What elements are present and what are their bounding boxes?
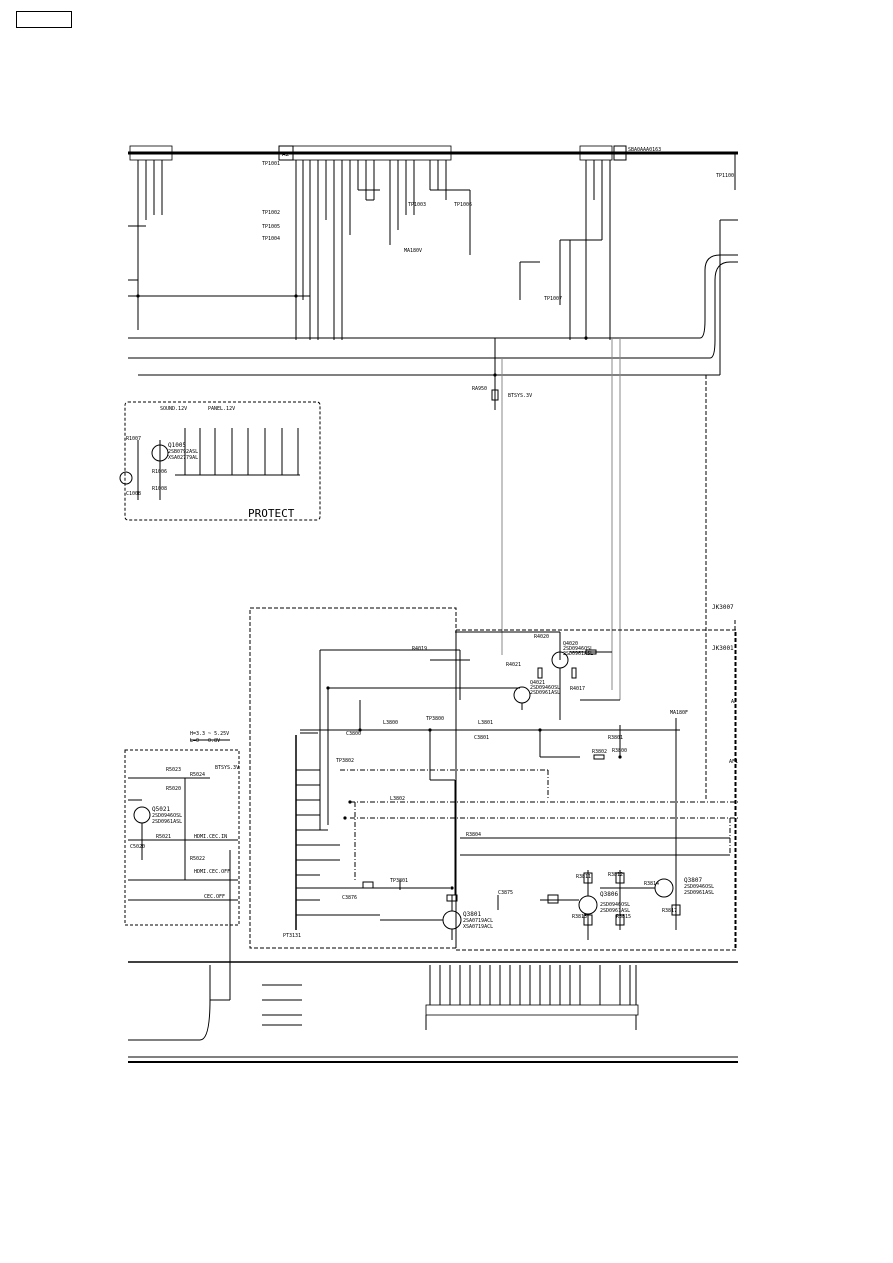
tp3802-label: TP3802: [336, 758, 354, 764]
c5020-label: C5020: [130, 844, 145, 850]
q4021-part1: 2SD0946OSL: [530, 685, 560, 691]
q1005-ref: Q1005: [168, 442, 186, 449]
r3814-label: R3814: [644, 881, 659, 887]
r3817-label: R3817: [662, 908, 677, 914]
jk3007-label: JK3007: [712, 604, 734, 611]
l3800-label: L3800: [383, 720, 398, 726]
tp1001-label: TP1001: [262, 161, 280, 167]
bottom-connector-block: [425, 1004, 639, 1016]
q5021-ref: Q5021: [152, 806, 170, 813]
r1006-label: R1006: [152, 469, 167, 475]
ra950-label: RA950: [472, 386, 487, 392]
connector-right-label: SBA0AAA0163: [628, 147, 661, 153]
r4017-label: R4017: [570, 686, 585, 692]
c3875-label: C3875: [498, 890, 513, 896]
c3800-label: C3800: [346, 731, 361, 737]
r1008-label: R1008: [152, 486, 167, 492]
r3813-label: R3813: [572, 914, 587, 920]
q3801-part1: 2SA0719ACL: [463, 918, 493, 924]
net-hdmi-cec: HDMI.CEC.IN: [194, 834, 227, 840]
c3876-label: C3876: [342, 895, 357, 901]
q4021-ref: Q4021: [530, 680, 545, 686]
r3800-label: R3800: [612, 748, 627, 754]
r5021-label: R5021: [156, 834, 171, 840]
r4019-label: R4019: [412, 646, 427, 652]
voltage-note-low: L=0 ~ 0.8V: [190, 738, 220, 744]
q5021-part2: 2SD0961ASL: [152, 819, 182, 825]
q1005-part1: 2SB0792ASL: [168, 449, 198, 455]
q3807-part2: 2SD0961ASL: [684, 890, 714, 896]
r3804-label: R3804: [466, 832, 481, 838]
q5021-symbol: [133, 806, 151, 824]
af-label: AF: [731, 699, 737, 705]
net-panel12v: PANEL.12V: [208, 406, 235, 412]
connector-a2-label: A2: [282, 151, 290, 158]
q4021-symbol: [513, 686, 531, 704]
net-ma180f: MA180F: [670, 710, 688, 716]
net-btsys: BTSYS.3V: [508, 393, 532, 399]
net-sound12v: SOUND.12V: [160, 406, 187, 412]
q3801-part2: XSA0719ACL: [463, 924, 493, 930]
r3812-label: R3812: [608, 872, 623, 878]
net-cec-off: CEC.OFF: [204, 894, 225, 900]
tp1004-label: TP1004: [262, 236, 280, 242]
q3806-part2: 2SD0961ASL: [600, 908, 630, 914]
q4020-part1: 2SD0946OSL: [563, 646, 593, 652]
jk3001-label: JK3001: [712, 645, 734, 652]
q4021-part2: 2SD0961ASL: [530, 690, 560, 696]
connector-left: [129, 145, 173, 161]
tp1006-label: TP1006: [454, 202, 472, 208]
connector-a2-tag: [278, 145, 294, 161]
q3801-ref: Q3801: [463, 911, 481, 918]
q3806-symbol: [578, 895, 598, 915]
q5021-part1: 2SD0946OSL: [152, 813, 182, 819]
tp1003-label: TP1003: [408, 202, 426, 208]
r4020-label: R4020: [534, 634, 549, 640]
q5021-section-box: [124, 749, 240, 926]
net-btsys-lower: BTSYS.3V: [215, 765, 239, 771]
q3806-ref: Q3806: [600, 891, 618, 898]
tp1100-label: TP1100: [716, 173, 734, 179]
af1-label: AF1: [729, 759, 738, 765]
r5023-label: R5023: [166, 767, 181, 773]
q3806-part1: 2SD0946OSL: [600, 902, 630, 908]
c1008-label: C1008: [126, 491, 141, 497]
q3807-ref: Q3807: [684, 877, 702, 884]
protect-section-box: [124, 401, 321, 521]
r3811-label: R3811: [576, 874, 591, 880]
q4020-ref: Q4020: [563, 641, 578, 647]
tp3800-label: TP3800: [426, 716, 444, 722]
r5024-label: R5024: [190, 772, 205, 778]
r5020-label: R5020: [166, 786, 181, 792]
net-ma180v: MA180V: [404, 248, 422, 254]
c3801-label: C3801: [474, 735, 489, 741]
q4020-part2: 2SD0961ASL: [563, 651, 593, 657]
r4021-label: R4021: [506, 662, 521, 668]
l3802-label: L3802: [390, 796, 405, 802]
l3801-label: L3801: [478, 720, 493, 726]
tp1002-label: TP1002: [262, 210, 280, 216]
tp1005-label: TP1005: [262, 224, 280, 230]
q1005-symbol: [151, 444, 169, 462]
pt3131-label: PT3131: [283, 933, 301, 939]
q3801-symbol: [442, 910, 462, 930]
r3802-label: R3802: [592, 749, 607, 755]
r1007-label: R1007: [126, 436, 141, 442]
q1005-part2: XSA02779AL: [168, 455, 198, 461]
page-tag-box: [16, 11, 72, 28]
r3801-label: R3801: [608, 735, 623, 741]
q3807-part1: 2SD0946OSL: [684, 884, 714, 890]
protect-label: PROTECT: [248, 507, 295, 520]
net-hdmi-cec-off: HDMI.CEC.OFF: [194, 869, 230, 875]
tp1007-label: TP1007: [544, 296, 562, 302]
connector-right: [579, 145, 613, 161]
r5022-label: R5022: [190, 856, 205, 862]
tp3801-label: TP3801: [390, 878, 408, 884]
voltage-note-high: H=3.3 ~ 5.25V: [190, 731, 229, 737]
r3815-label: R3815: [616, 914, 631, 920]
connector-right-tag: [613, 145, 627, 161]
